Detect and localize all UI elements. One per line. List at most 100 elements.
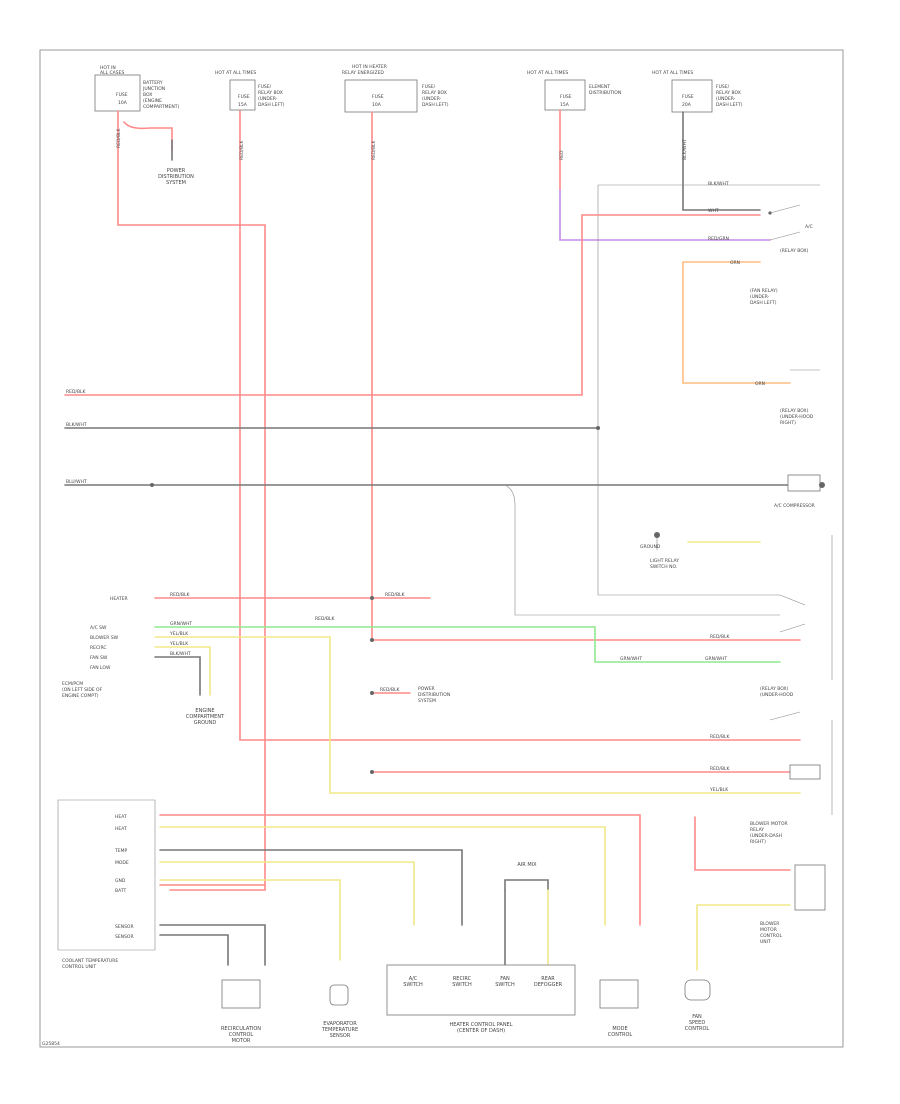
svg-text:MODE: MODE <box>115 860 129 866</box>
wire-blk-935 <box>159 934 229 966</box>
fuse1-fuse: FUSE <box>116 92 128 98</box>
svg-text:HEATER: HEATER <box>110 596 128 602</box>
svg-text:DISTRIBUTION: DISTRIBUTION <box>418 692 450 698</box>
wire-yel-637 <box>154 636 801 794</box>
wire-red-fuse2 <box>239 110 801 741</box>
svg-text:RELAY BOX: RELAY BOX <box>716 90 741 96</box>
svg-text:(UNDER-HOOD: (UNDER-HOOD <box>780 414 814 420</box>
svg-text:EVAPORATOR: EVAPORATOR <box>323 1021 357 1027</box>
svg-text:(UNDER-HOOD: (UNDER-HOOD <box>760 692 794 698</box>
svg-text:FUSE/: FUSE/ <box>716 84 730 90</box>
svg-text:GROUND: GROUND <box>194 720 217 726</box>
svg-text:HEAT: HEAT <box>115 814 127 820</box>
svg-text:HOT AT ALL TIMES: HOT AT ALL TIMES <box>527 70 568 76</box>
svg-text:RELAY BOX: RELAY BOX <box>422 90 447 96</box>
svg-text:GRN/WHT: GRN/WHT <box>705 656 727 662</box>
svg-text:ECM/PCM: ECM/PCM <box>62 681 83 687</box>
svg-text:AIR MIX: AIR MIX <box>517 862 537 868</box>
svg-text:COOLANT TEMPERATURE: COOLANT TEMPERATURE <box>62 958 118 964</box>
svg-text:RED/BLK: RED/BLK <box>170 592 191 598</box>
svg-text:CONTROL: CONTROL <box>608 1032 633 1038</box>
svg-text:FUSE: FUSE <box>682 94 694 100</box>
svg-text:SPEED: SPEED <box>689 1020 706 1026</box>
light-relay-switch: GROUND LIGHT RELAY SWITCH NO. <box>640 532 806 633</box>
svg-text:RED/BLK: RED/BLK <box>371 139 377 160</box>
svg-text:COMPARTMENT: COMPARTMENT <box>186 714 225 720</box>
splices <box>150 426 600 774</box>
svg-text:GROUND: GROUND <box>640 544 661 550</box>
svg-text:DASH LEFT): DASH LEFT) <box>258 102 285 108</box>
svg-text:SENSOR: SENSOR <box>330 1033 351 1039</box>
svg-text:GRN/WHT: GRN/WHT <box>620 656 642 662</box>
svg-text:BLOWER MOTOR: BLOWER MOTOR <box>750 821 788 827</box>
svg-text:(UNDER-: (UNDER- <box>258 96 278 102</box>
svg-text:RIGHT): RIGHT) <box>780 420 796 426</box>
svg-text:15A: 15A <box>560 102 570 108</box>
svg-text:FUSE: FUSE <box>372 94 384 100</box>
wire-blk-925 <box>159 924 266 966</box>
svg-text:RED/BLK: RED/BLK <box>710 734 731 740</box>
svg-text:GND: GND <box>115 878 126 884</box>
wire-blk-850 <box>159 849 463 926</box>
svg-text:ELEMENT: ELEMENT <box>589 84 610 90</box>
svg-text:MOTOR: MOTOR <box>232 1038 251 1044</box>
svg-text:DISTRIBUTION: DISTRIBUTION <box>589 90 621 96</box>
svg-text:RED/BLK: RED/BLK <box>380 687 401 693</box>
svg-text:(RELAY BOX): (RELAY BOX) <box>780 408 809 414</box>
svg-text:RED/BLK: RED/BLK <box>116 127 122 148</box>
svg-text:BLK/WHT: BLK/WHT <box>66 422 87 428</box>
svg-text:CONTROL UNIT: CONTROL UNIT <box>62 964 96 970</box>
svg-text:SWITCH: SWITCH <box>495 982 515 988</box>
svg-text:RED/BLK: RED/BLK <box>710 766 731 772</box>
left-connector: HEATER A/C SW BLOWER SW RECIRC FAN SW FA… <box>62 596 225 726</box>
svg-text:BLK/WHT: BLK/WHT <box>682 139 688 160</box>
svg-text:RED/BLK: RED/BLK <box>385 592 406 598</box>
svg-text:TEMP: TEMP <box>114 848 127 854</box>
svg-text:ENGINE: ENGINE <box>195 708 214 714</box>
power-distribution-label: POWER DISTRIBUTION SYSTEM <box>158 168 194 186</box>
svg-text:FAN LOW: FAN LOW <box>90 665 111 671</box>
wire-yel-880 <box>159 879 341 961</box>
wire-red-pdist <box>123 121 173 151</box>
fuse1-line2: ALL CASES <box>100 70 124 76</box>
svg-text:FUSE: FUSE <box>238 94 250 100</box>
wire-yel-827 <box>159 826 606 926</box>
power-dist-mid: POWER DISTRIBUTION SYSTEM <box>418 686 450 704</box>
svg-text:(RELAY BOX): (RELAY BOX) <box>780 248 809 254</box>
motor-left: RECIRCULATION CONTROL MOTOR <box>221 979 261 1044</box>
svg-text:YEL/BLK: YEL/BLK <box>709 787 729 793</box>
svg-text:SENSOR: SENSOR <box>115 924 134 930</box>
wire-red-fuse3 <box>371 111 801 641</box>
svg-text:BLOWER SW: BLOWER SW <box>90 635 119 641</box>
svg-text:SWITCH NO.: SWITCH NO. <box>650 564 677 570</box>
motor-right: MODE CONTROL <box>599 979 639 1038</box>
svg-text:DASH LEFT): DASH LEFT) <box>750 300 777 306</box>
svg-text:RED/BLK: RED/BLK <box>239 139 245 160</box>
svg-text:MOTOR: MOTOR <box>760 927 777 933</box>
svg-text:10A: 10A <box>372 102 382 108</box>
wire-orn-relay <box>682 261 791 384</box>
wire-color-labels: RED/BLK RED/BLK RED/BLK RED BLK/WHT RED/… <box>66 127 765 793</box>
ground-loop-label: AIR MIX <box>517 862 537 868</box>
svg-text:DASH LEFT): DASH LEFT) <box>716 102 743 108</box>
svg-text:RECIRCULATION: RECIRCULATION <box>221 1026 261 1032</box>
svg-text:BLK/WHT: BLK/WHT <box>708 181 729 187</box>
svg-text:REAR: REAR <box>541 976 555 982</box>
wire-vio-fuse4 <box>559 189 771 241</box>
fuse1-line1: HOT IN <box>100 65 116 71</box>
svg-text:BATTERY: BATTERY <box>143 80 163 86</box>
svg-text:(UNDER-: (UNDER- <box>716 96 736 102</box>
page-code: G25854 <box>42 1041 60 1047</box>
svg-text:RIGHT): RIGHT) <box>750 839 766 845</box>
ac-relay-lower: (RELAY BOX) (UNDER-HOOD <box>760 686 821 780</box>
svg-text:A/C: A/C <box>409 976 418 982</box>
svg-text:GRN/WHT: GRN/WHT <box>170 621 192 627</box>
svg-text:HOT AT ALL TIMES: HOT AT ALL TIMES <box>652 70 693 76</box>
wire-red-main <box>117 110 266 891</box>
svg-text:(RELAY BOX): (RELAY BOX) <box>760 686 789 692</box>
svg-text:CONTROL: CONTROL <box>229 1032 254 1038</box>
svg-text:(UNDER-: (UNDER- <box>422 96 442 102</box>
svg-text:HEATER CONTROL PANEL: HEATER CONTROL PANEL <box>449 1022 512 1028</box>
svg-text:(ENGINE: (ENGINE <box>143 98 162 104</box>
